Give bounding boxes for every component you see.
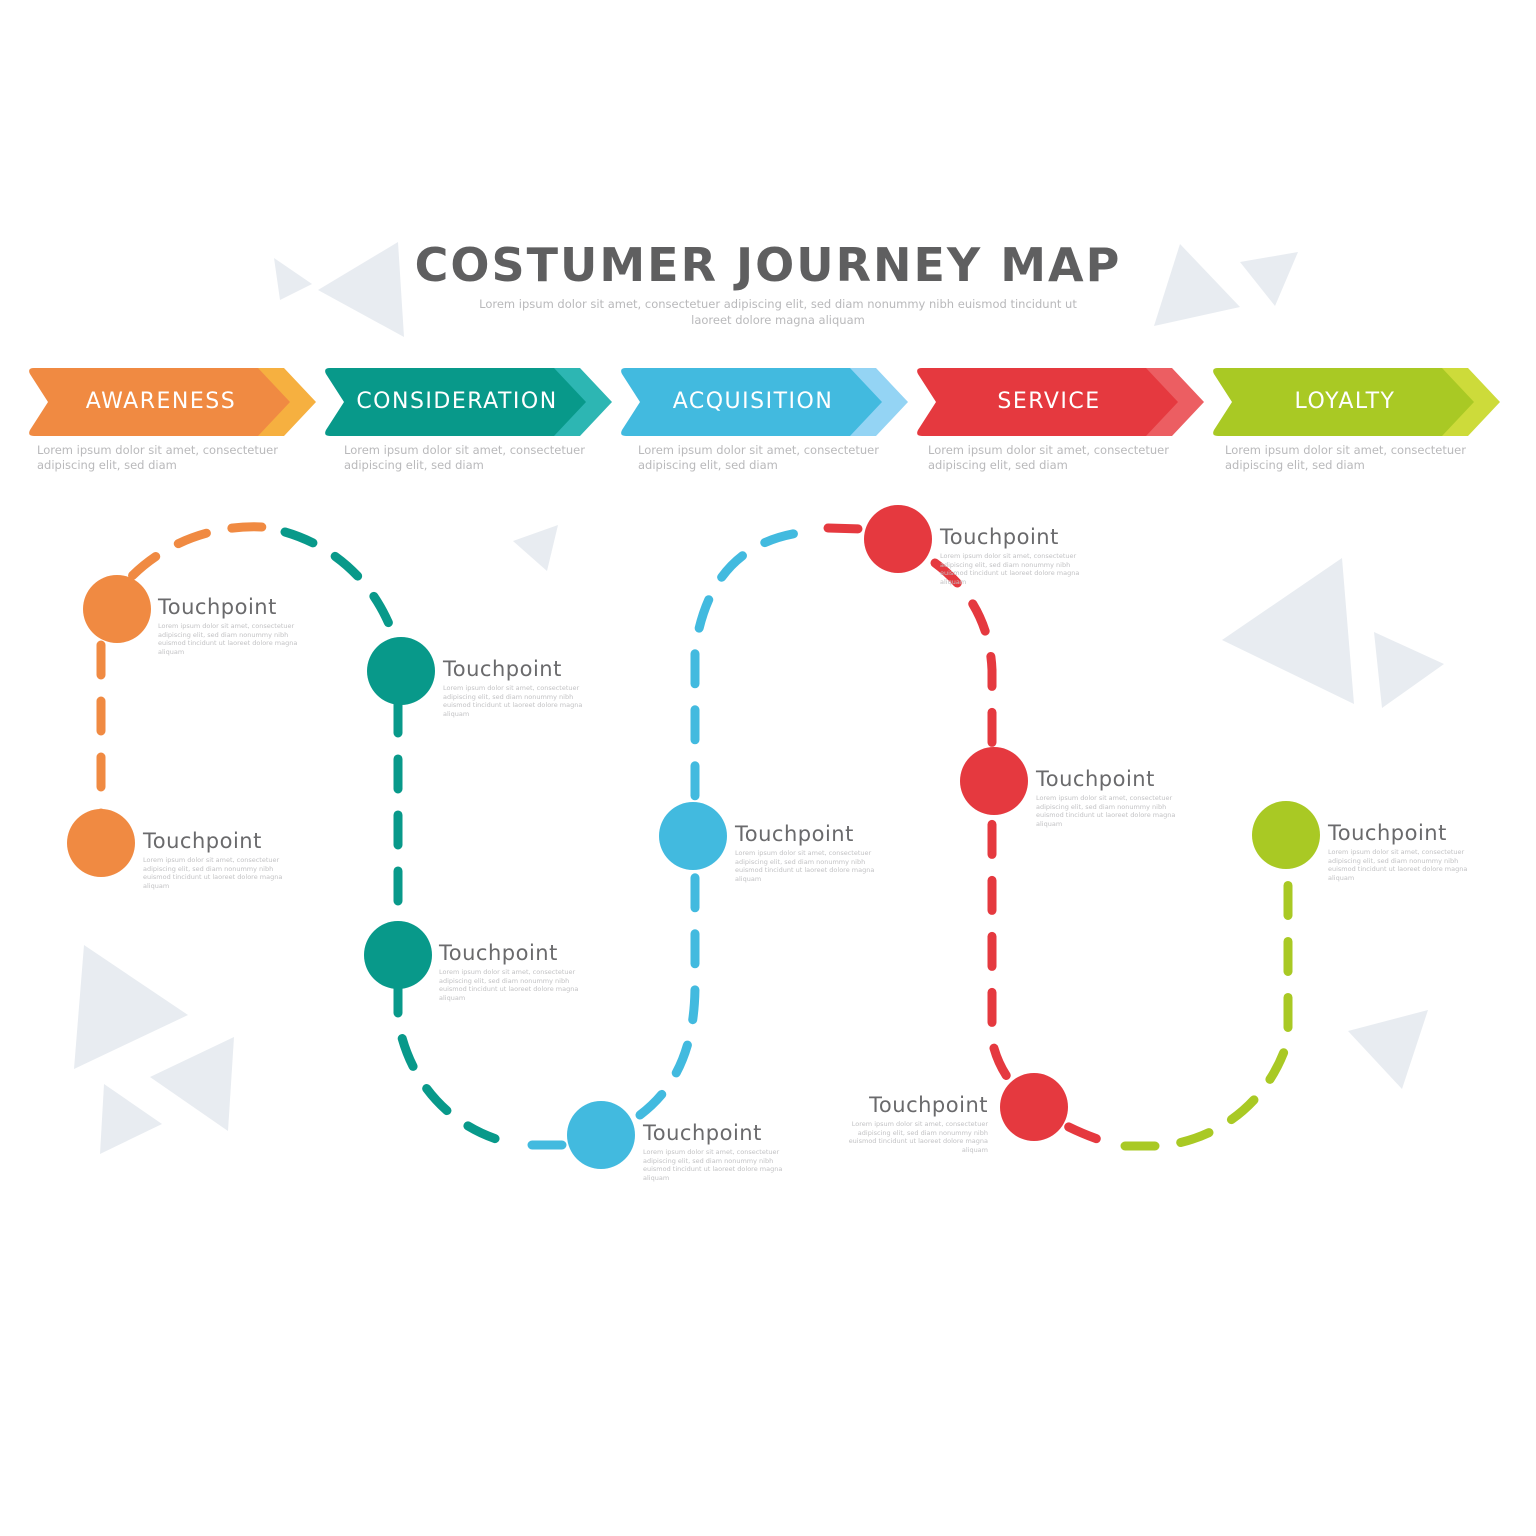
touchpoint-marker[interactable] [659,802,727,870]
touchpoint-body: Lorem ipsum dolor sit amet, consectetuer… [735,849,875,883]
touchpoint-awareness-2: Touchpoint Lorem ipsum dolor sit amet, c… [143,828,303,890]
touchpoint-body: Lorem ipsum dolor sit amet, consectetuer… [940,552,1080,586]
stage-description: Lorem ipsum dolor sit amet, consectetuer… [928,443,1169,472]
touchpoint-title: Touchpoint [158,595,277,619]
chevron-arrow-icon [29,368,316,436]
touchpoint-body: Lorem ipsum dolor sit amet, consectetuer… [143,856,283,890]
stage-service: SERVICE [914,367,1206,437]
decor-triangle [150,1037,234,1131]
page-title: COSTUMER JOURNEY MAP [414,238,1122,292]
decor-triangle [1374,632,1444,708]
stage-label: ACQUISITION [672,389,834,414]
chevron-body [917,368,1178,436]
touchpoint-title: Touchpoint [869,1093,988,1117]
decor-triangle [1348,1010,1428,1089]
decor-triangle [318,242,404,337]
touchpoint-title: Touchpoint [443,657,562,681]
touchpoint-title: Touchpoint [143,829,262,853]
decor-triangle [1154,244,1240,326]
touchpoint-marker[interactable] [83,575,151,643]
path-segment-awareness [96,522,267,848]
touchpoint-marker[interactable] [864,505,932,573]
touchpoint-awareness-1: Touchpoint Lorem ipsum dolor sit amet, c… [158,594,318,656]
touchpoint-marker[interactable] [1000,1073,1068,1141]
touchpoint-title: Touchpoint [940,525,1059,549]
page-subtitle: Lorem ipsum dolor sit amet, consectetuer… [479,297,1077,327]
touchpoint-marker[interactable] [367,637,435,705]
touchpoint-title: Touchpoint [735,822,854,846]
touchpoint-consideration-2: Touchpoint Lorem ipsum dolor sit amet, c… [439,940,599,1002]
touchpoint-marker[interactable] [960,747,1028,815]
touchpoint-service-2: Touchpoint Lorem ipsum dolor sit amet, c… [1036,766,1196,828]
touchpoint-body: Lorem ipsum dolor sit amet, consectetuer… [158,622,298,656]
touchpoint-body: Lorem ipsum dolor sit amet, consectetuer… [848,1120,988,1154]
touchpoint-acquisition-2: Touchpoint Lorem ipsum dolor sit amet, c… [643,1120,803,1182]
decor-triangle [74,945,188,1069]
chevron-body [325,368,586,436]
touchpoint-acquisition-1: Touchpoint Lorem ipsum dolor sit amet, c… [735,821,895,883]
touchpoint-marker[interactable] [364,921,432,989]
touchpoint-consideration-1: Touchpoint Lorem ipsum dolor sit amet, c… [443,656,603,718]
touchpoint-body: Lorem ipsum dolor sit amet, consectetuer… [1036,794,1176,828]
chevron-arrow-icon [621,368,908,436]
touchpoint-marker[interactable] [67,809,135,877]
stage-label: AWARENESS [85,389,237,414]
path-segment-acquisition [527,527,810,1150]
chevron-body [1213,368,1474,436]
decor-triangle [274,258,312,300]
touchpoint-body: Lorem ipsum dolor sit amet, consectetuer… [443,684,583,718]
decor-triangle [1240,252,1298,306]
decor-triangle [1222,558,1354,704]
touchpoint-title: Touchpoint [1328,821,1447,845]
touchpoint-body: Lorem ipsum dolor sit amet, consectetuer… [643,1148,783,1182]
touchpoint-title: Touchpoint [1036,767,1155,791]
stage-label: SERVICE [997,389,1101,414]
chevron-body [29,368,290,436]
touchpoint-title: Touchpoint [439,941,558,965]
stage-description: Lorem ipsum dolor sit amet, consectetuer… [1225,443,1466,472]
stage-label: CONSIDERATION [356,389,558,414]
decor-triangle [513,525,558,571]
stage-acquisition: ACQUISITION [618,367,910,437]
touchpoint-marker[interactable] [1252,801,1320,869]
decor-triangle [100,1084,162,1154]
touchpoint-service-3: Touchpoint Lorem ipsum dolor sit amet, c… [828,1092,988,1154]
stage-loyalty: LOYALTY [1210,367,1502,437]
stage-awareness: AWARENESS [26,367,318,437]
stage-label: LOYALTY [1294,389,1396,414]
path-segment-loyalty [1120,865,1293,1151]
chevron-arrow-icon [325,368,612,436]
touchpoint-loyalty-1: Touchpoint Lorem ipsum dolor sit amet, c… [1328,820,1488,882]
chevron-arrow-icon [917,368,1204,436]
stage-consideration: CONSIDERATION [322,367,614,437]
stage-description: Lorem ipsum dolor sit amet, consectetuer… [638,443,879,472]
touchpoint-marker[interactable] [567,1101,635,1169]
path-segment-consideration [280,527,525,1150]
stage-description: Lorem ipsum dolor sit amet, consectetuer… [37,443,278,472]
touchpoint-service-1: Touchpoint Lorem ipsum dolor sit amet, c… [940,524,1100,586]
touchpoint-body: Lorem ipsum dolor sit amet, consectetuer… [1328,848,1468,882]
touchpoint-body: Lorem ipsum dolor sit amet, consectetuer… [439,968,579,1002]
touchpoint-title: Touchpoint [643,1121,762,1145]
chevron-body [621,368,882,436]
stage-description: Lorem ipsum dolor sit amet, consectetuer… [344,443,585,472]
chevron-arrow-icon [1213,368,1500,436]
